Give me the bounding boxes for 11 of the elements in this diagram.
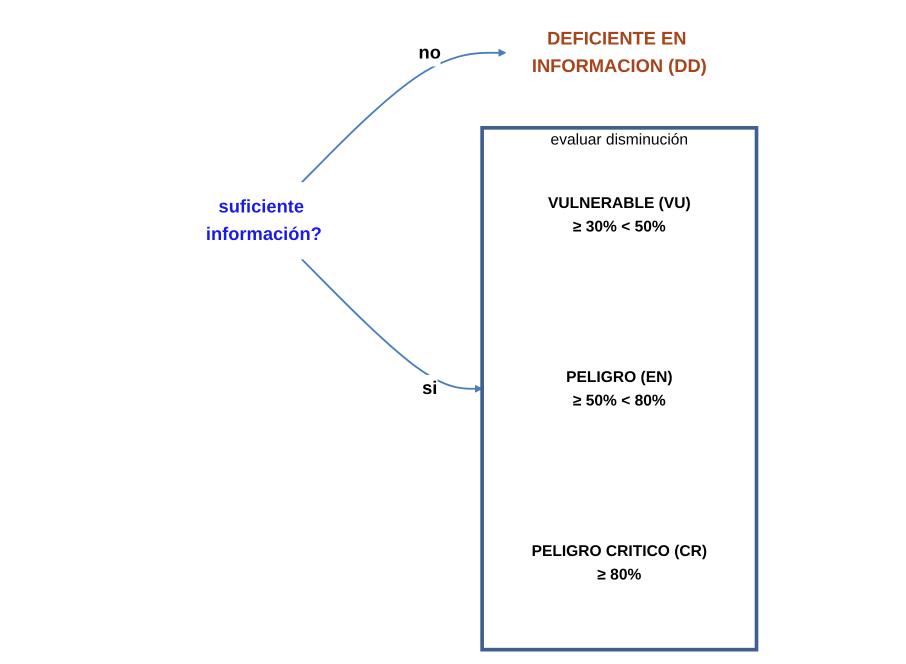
node-text: PELIGRO (EN) xyxy=(566,368,672,386)
node-text: DEFICIENTE EN INFORMACION (DD) xyxy=(531,28,706,77)
edge-label: si xyxy=(422,378,437,399)
edge-label: no xyxy=(418,42,441,63)
arrow xyxy=(300,48,506,183)
node-text: PELIGRO CRITICO (CR) xyxy=(531,542,707,560)
node-text: suficiente información? xyxy=(205,196,322,245)
node-text: VULNERABLE (VU) xyxy=(548,194,690,212)
node-label: ≥ 30% < 50% xyxy=(572,218,666,235)
node-label: ≥ 50% < 80% xyxy=(572,392,666,409)
node-label: ≥ 80% xyxy=(596,565,641,583)
